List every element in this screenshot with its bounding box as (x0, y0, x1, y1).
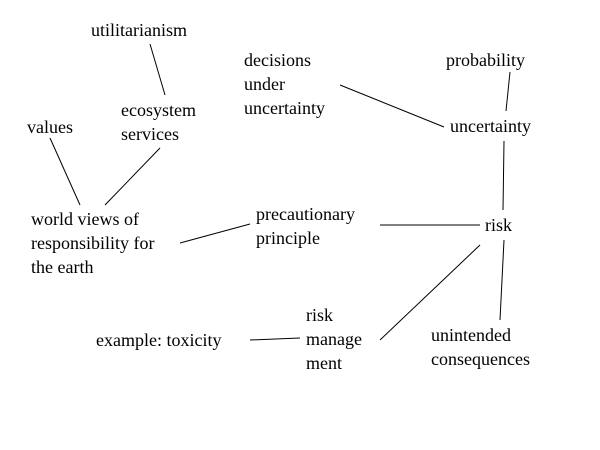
edge-decisions-under-uncertainty-uncertainty (339, 84, 445, 128)
node-precautionary-principle: precautionary principle (256, 204, 355, 248)
edge-probability-uncertainty (505, 71, 511, 112)
node-decisions-under-uncertainty: decisions under uncertainty (244, 50, 325, 118)
node-uncertainty: uncertainty (450, 116, 531, 136)
node-risk-management: risk manage ment (306, 305, 362, 373)
edge-uncertainty-risk (502, 140, 505, 211)
node-example-toxicity: example: toxicity (96, 330, 222, 350)
edge-ecosystem-services-world-views (104, 147, 161, 206)
node-values: values (27, 117, 73, 137)
node-probability: probability (446, 50, 525, 70)
edge-risk-unintended-consequences (499, 239, 505, 321)
edge-risk-risk-management (379, 244, 481, 341)
edge-world-views-precautionary-principle (179, 223, 251, 244)
edge-values-world-views (49, 137, 81, 206)
node-ecosystem-services: ecosystem services (121, 100, 196, 144)
node-risk: risk (485, 215, 512, 235)
edge-risk-management-example-toxicity (249, 337, 301, 341)
node-world-views: world views of responsibility for the ea… (31, 209, 155, 277)
edge-utilitarianism-ecosystem-services (149, 43, 166, 96)
node-utilitarianism: utilitarianism (91, 20, 187, 40)
node-unintended-consequences: unintended consequences (431, 325, 530, 369)
